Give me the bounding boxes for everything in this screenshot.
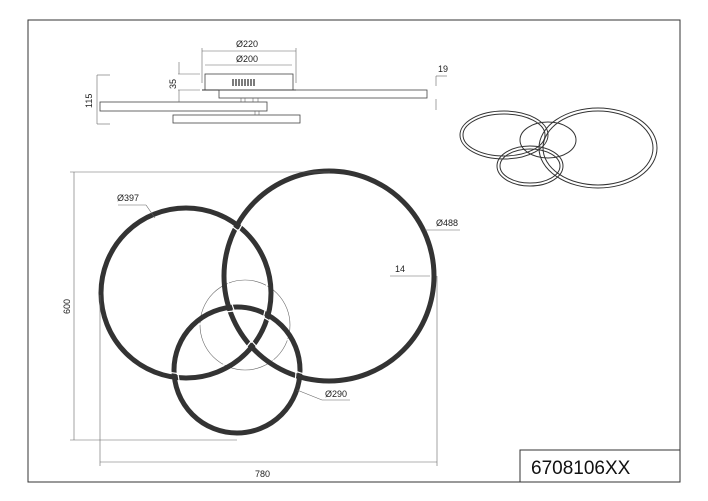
ring-side-bottom xyxy=(172,114,301,124)
dim-small-ring: Ø290 xyxy=(325,389,347,399)
canopy xyxy=(204,73,294,91)
dim-profile-width: 14 xyxy=(395,264,405,274)
canopy-vents xyxy=(232,79,255,86)
dim-canopy-inner: Ø200 xyxy=(236,54,258,64)
ring-side-top xyxy=(218,89,428,99)
left-ring xyxy=(98,205,274,381)
dim-ring-thickness: 19 xyxy=(438,64,448,74)
hub xyxy=(199,279,291,371)
dim-canopy-height: 35 xyxy=(168,79,178,89)
dim-canopy-outer: Ø220 xyxy=(236,39,258,49)
dim-large-ring: Ø488 xyxy=(436,218,458,228)
perspective-view xyxy=(459,107,658,189)
ring-side-middle xyxy=(99,101,268,112)
product-code: 6708106XX xyxy=(531,458,631,479)
large-ring xyxy=(221,168,437,384)
small-ring xyxy=(171,304,303,436)
side-view: Ø220 Ø200 35 115 19 xyxy=(84,39,448,125)
front-view: Ø397 Ø488 14 Ø290 600 780 xyxy=(62,168,460,479)
title-box xyxy=(519,449,681,483)
dim-total-width: 780 xyxy=(255,469,270,479)
dim-total-height-side: 115 xyxy=(84,94,94,108)
dim-left-ring: Ø397 xyxy=(117,193,139,203)
drawing-frame xyxy=(27,19,681,483)
dim-total-height: 600 xyxy=(62,299,72,314)
